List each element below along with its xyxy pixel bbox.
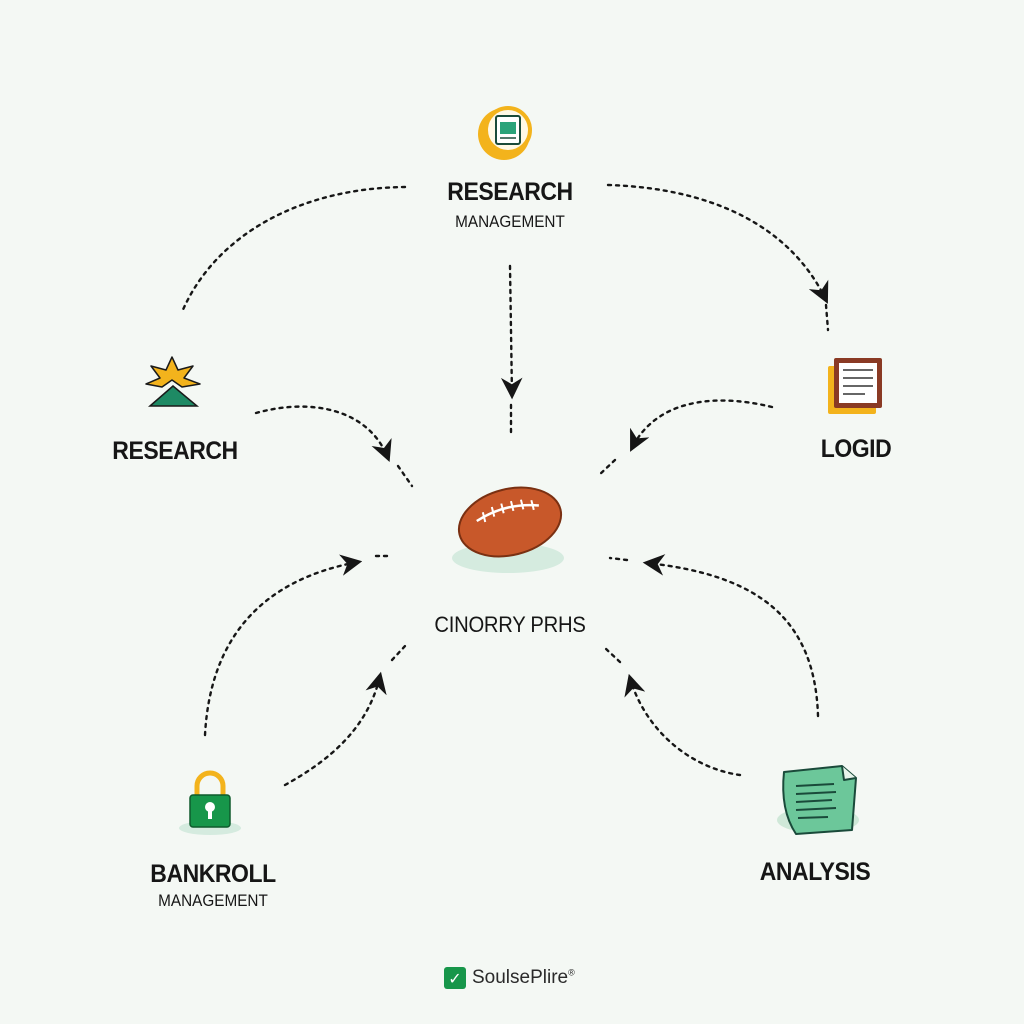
arrow-top-to-right: [606, 183, 829, 304]
checkmark-icon: ✓: [444, 967, 466, 989]
top-node-title: RESEARCH: [447, 178, 573, 206]
american-football-icon: [452, 486, 564, 573]
arrow-top-to-left: [180, 185, 407, 314]
document-coin-icon: [478, 106, 532, 160]
arrow-right-to-center: [630, 399, 774, 452]
right-node-title: LOGID: [820, 435, 892, 463]
arrow-bottom-right-inner-tail: [603, 646, 622, 664]
arrow-bottom-left-inner-tail: [390, 643, 408, 662]
bottom-left-node-title: BANKROLL: [150, 860, 276, 888]
arrow-left-to-center: [254, 405, 392, 463]
arrow-bottom-right-inner: [624, 673, 742, 777]
report-sheet-icon: [777, 765, 859, 835]
bottom-left-node-subtitle: MANAGEMENT: [158, 891, 268, 910]
center-node-label: CINORRY PRHS: [434, 612, 586, 637]
arrow-bottom-left-inner: [283, 671, 387, 787]
arrow-right-decor: [824, 303, 830, 332]
left-node-title: RESEARCH: [112, 437, 238, 465]
arrow-bottom-left-to-center: [203, 554, 363, 737]
brand-logo: ✓ SoulsePlire®: [444, 965, 575, 991]
brand-name: SoulsePlire®: [472, 967, 575, 988]
arrow-top-to-center: [500, 264, 523, 400]
padlock-icon: [179, 770, 241, 835]
arrow-right-to-center-tail: [596, 458, 617, 478]
bottom-right-node-title: ANALYSIS: [759, 858, 871, 886]
arrow-left-to-center-tail: [396, 464, 414, 488]
arrow-bottom-right-to-center: [642, 554, 820, 718]
sunrise-mountain-icon: [145, 356, 201, 407]
document-stack-icon: [828, 358, 882, 414]
arrow-bottom-right-to-center-tail: [608, 556, 629, 562]
top-node-subtitle: MANAGEMENT: [455, 212, 565, 231]
